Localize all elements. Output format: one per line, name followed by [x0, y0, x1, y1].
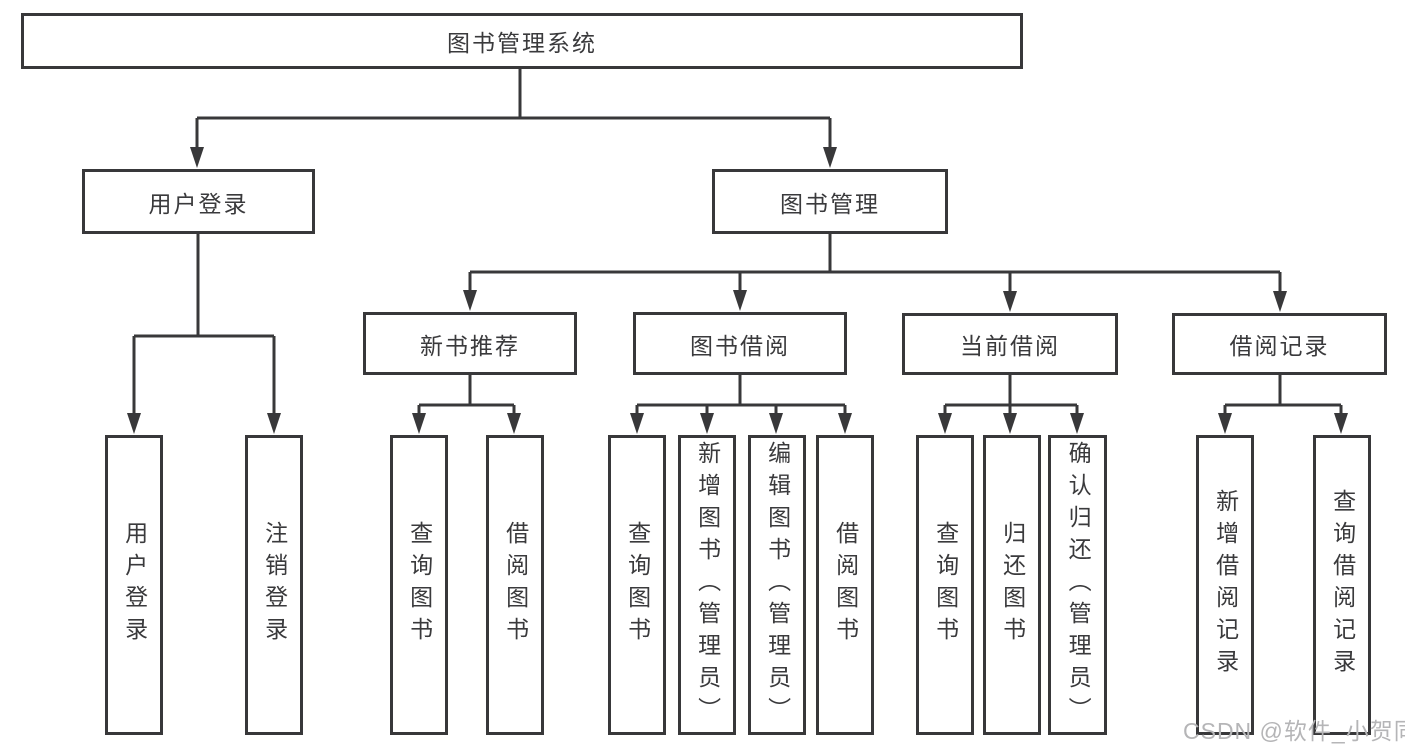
leaf-current-confirm-return-admin: 确认归还（管理员）: [1048, 435, 1107, 735]
node-borrow-records: 借阅记录: [1172, 313, 1387, 375]
leaf-label: 借阅图书: [502, 521, 529, 649]
leaf-logout: 注销登录: [245, 435, 303, 735]
leaf-label: 查询图书: [624, 521, 651, 649]
leaf-label: 查询图书: [932, 521, 959, 649]
leaf-label: 新增图书（管理员）: [694, 441, 721, 729]
leaf-borrow-query-books: 查询图书: [608, 435, 666, 735]
leaf-label: 归还图书: [999, 521, 1026, 649]
leaf-newbooks-borrow-books: 借阅图书: [486, 435, 544, 735]
connector-borrow-records-group: [1223, 375, 1343, 416]
node-book-management: 图书管理: [712, 169, 948, 234]
leaf-label: 查询借阅记录: [1329, 489, 1356, 681]
leaf-newbooks-query-books: 查询图书: [390, 435, 448, 735]
leaf-borrow-add-books-admin: 新增图书（管理员）: [678, 435, 736, 735]
connector-book-borrow-group: [635, 374, 847, 416]
leaf-label: 借阅图书: [832, 521, 859, 649]
leaf-label: 确认归还（管理员）: [1065, 441, 1092, 729]
connector-new-books-group: [417, 374, 516, 416]
leaf-label: 查询图书: [406, 521, 433, 649]
node-root: 图书管理系统: [21, 13, 1023, 69]
leaf-current-return-books: 归还图书: [983, 435, 1041, 735]
node-new-book-recommend: 新书推荐: [363, 312, 577, 375]
node-user-login: 用户登录: [82, 169, 315, 234]
leaf-borrow-borrow-books: 借阅图书: [816, 435, 874, 735]
leaf-user-login: 用户登录: [105, 435, 163, 735]
csdn-watermark: CSDN @软件_小贺同学: [1183, 718, 1405, 744]
leaf-label: 编辑图书（管理员）: [764, 441, 791, 729]
leaf-borrow-edit-books-admin: 编辑图书（管理员）: [748, 435, 806, 735]
leaf-label: 注销登录: [261, 521, 288, 649]
leaf-records-add-record: 新增借阅记录: [1196, 435, 1254, 735]
leaf-label: 用户登录: [121, 521, 148, 649]
leaf-current-query-books: 查询图书: [916, 435, 974, 735]
connector-user-login-group: [132, 233, 276, 416]
node-current-borrow: 当前借阅: [902, 313, 1118, 375]
node-book-borrow: 图书借阅: [633, 312, 847, 375]
leaf-records-query-record: 查询借阅记录: [1313, 435, 1371, 735]
connector-book-mgmt-group: [468, 233, 1282, 293]
arrowheads: [127, 147, 1348, 434]
connector-current-borrow-group: [943, 375, 1079, 416]
connector-root: [195, 68, 832, 150]
leaf-label: 新增借阅记录: [1212, 489, 1239, 681]
